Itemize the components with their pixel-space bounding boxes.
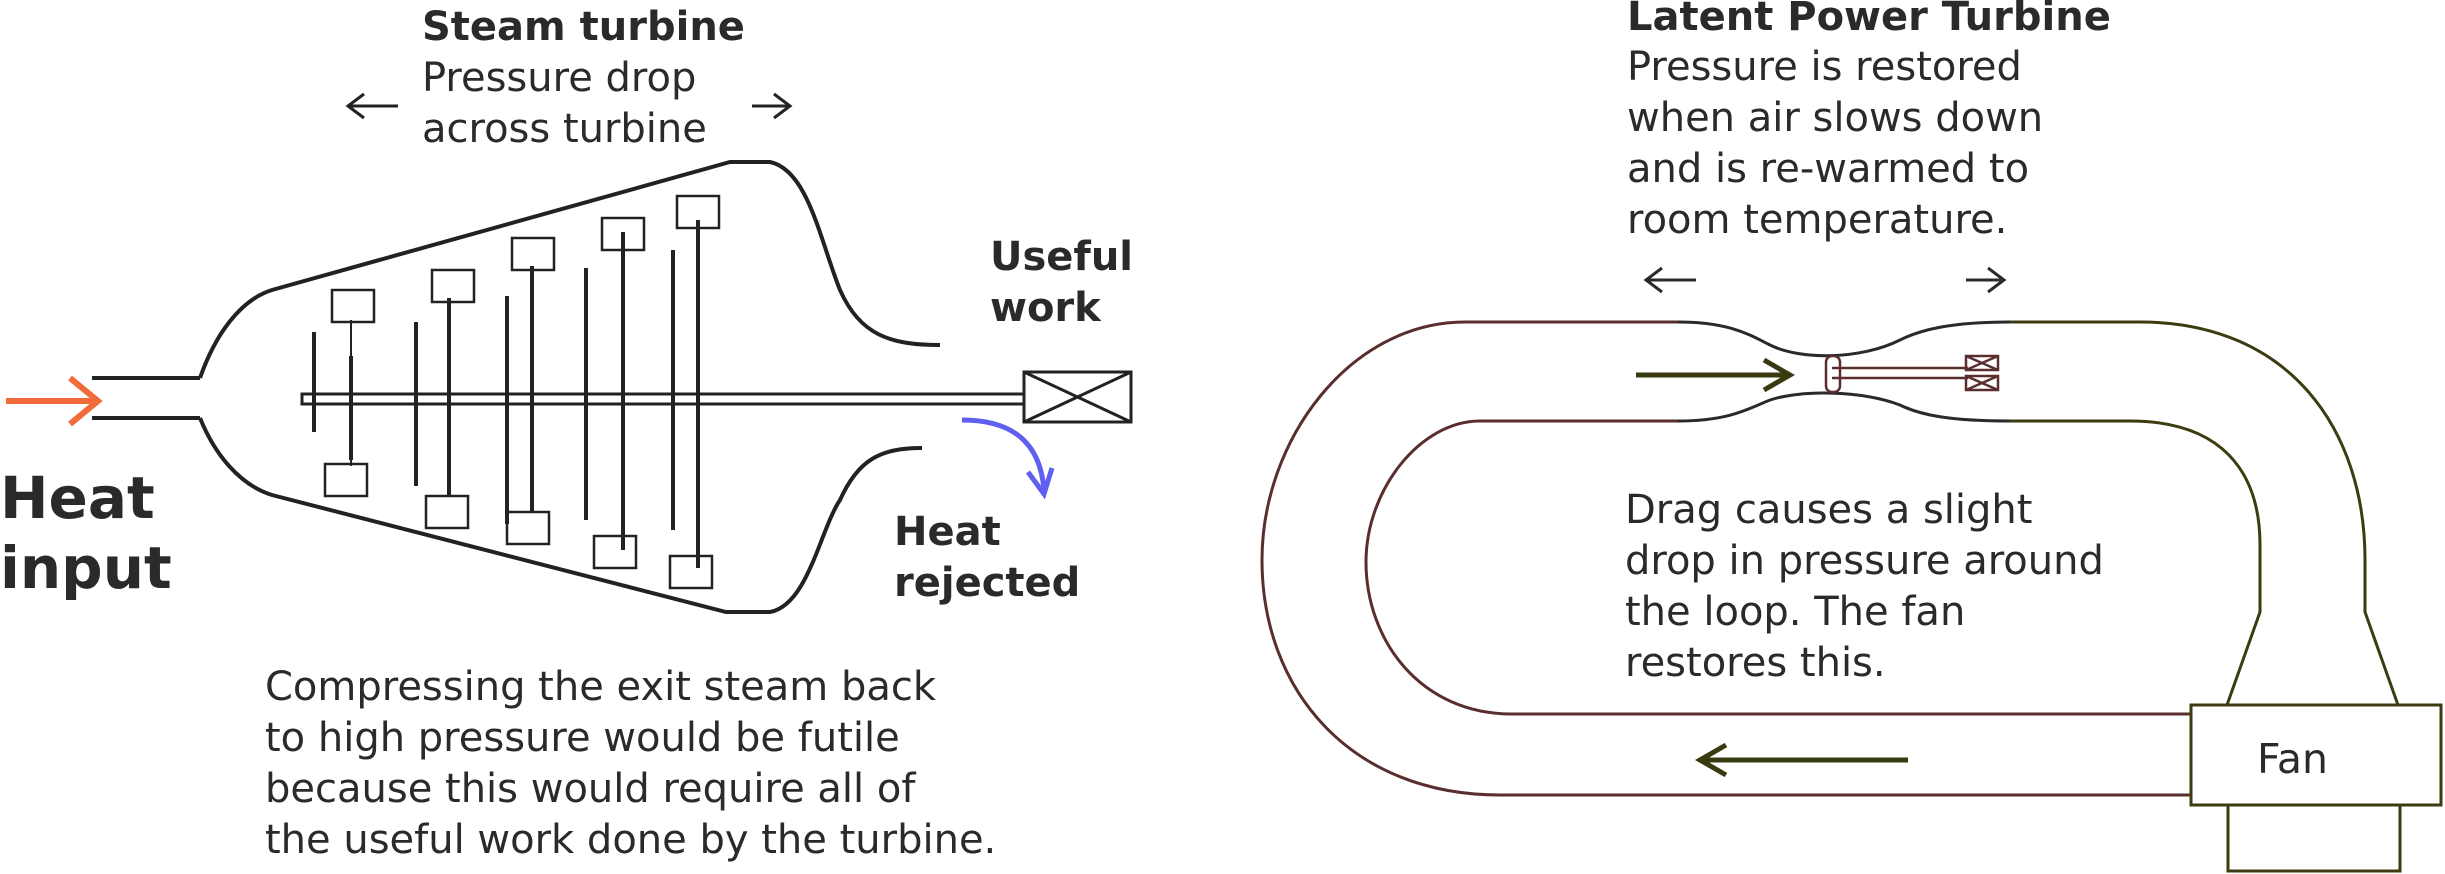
fan-label: Fan [2257,735,2328,783]
steam-note-line4: the useful work done by the turbine. [265,817,997,863]
generator-box [1022,370,1133,424]
throat-lower [1677,391,2011,423]
loop-outer-right [2010,320,2400,706]
fan-box [2189,703,2443,873]
loop-inner-left [1364,419,2190,716]
drag-note-line3: the loop. The fan [1625,589,1966,635]
drag-note-line4: restores this. [1625,640,1886,686]
latent-desc-line1: Pressure is restored [1627,44,2022,90]
heat-rejected-arrow [961,417,1055,500]
loop-outer-left [1260,320,2190,797]
heat-input-line2: input [0,534,172,602]
turbine-shaft [300,392,1026,406]
drag-note-line2: drop in pressure around [1625,538,2104,584]
useful-work-line2: work [990,285,1101,331]
heat-input-line1: Heat [0,464,155,532]
drag-note-line1: Drag causes a slight [1625,487,2033,533]
flow-arrows [1636,357,1908,778]
throat-upper [1677,320,2011,358]
casing-upper [198,160,941,379]
steam-turbine-title: Steam turbine [422,4,745,50]
steam-note-line2: to high pressure would be futile [265,715,900,761]
latent-desc-line3: and is re-warmed to [1627,146,2030,192]
latent-desc-line4: room temperature. [1627,197,2008,243]
latent-desc-line2: when air slows down [1627,95,2044,141]
steam-note-line3: because this would require all of [265,766,916,812]
heat-rejected-line1: Heat [894,509,1001,555]
pressure-restored-arrows [1643,266,2007,294]
heat-input-arrow [6,375,103,427]
latent-loop [1260,320,2400,797]
casing-lower [198,417,923,614]
pressure-drop-line2: across turbine [422,106,707,152]
steam-turbine [92,92,1133,614]
pressure-drop-line1: Pressure drop [422,55,697,101]
steam-note-line1: Compressing the exit steam back [265,664,937,710]
blade-tips [323,194,721,590]
pressure-drop-arrows [345,92,793,120]
heat-rejected-line2: rejected [894,560,1081,606]
latent-turbine-title: Latent Power Turbine [1627,0,2111,40]
loop-inner-right [2010,419,2262,706]
latent-turbine [1824,354,2000,394]
useful-work-line1: Useful [990,234,1134,280]
